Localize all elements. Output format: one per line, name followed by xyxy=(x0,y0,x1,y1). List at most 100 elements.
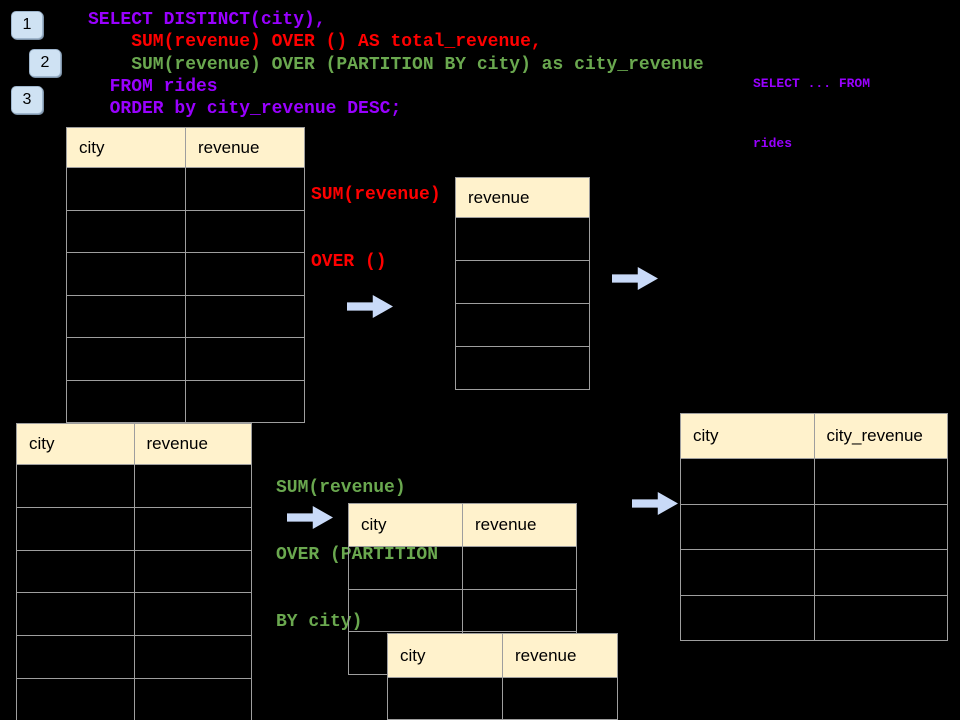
table-row xyxy=(680,503,948,550)
table-row xyxy=(66,294,305,338)
column-header: revenue xyxy=(185,127,305,168)
empty-cell xyxy=(66,209,186,253)
empty-cell xyxy=(185,252,305,296)
sql-code-line: SUM(revenue) OVER () AS total_revenue, xyxy=(131,32,542,53)
column-header: city_revenue xyxy=(813,413,948,459)
table-row xyxy=(387,677,618,720)
annotation-line: OVER () xyxy=(311,252,387,273)
table-row xyxy=(16,549,252,594)
empty-cell xyxy=(348,588,463,633)
table-row xyxy=(455,303,590,347)
sql-code-line: ORDER by city_revenue DESC; xyxy=(109,99,402,120)
empty-cell xyxy=(16,464,135,508)
annotation-line: SUM(revenue) xyxy=(276,477,406,498)
empty-cell xyxy=(133,677,252,720)
empty-cell xyxy=(133,549,252,594)
sql-side-note: SELECT ... FROM rides xyxy=(753,34,870,194)
table-row xyxy=(455,217,590,261)
empty-cell xyxy=(16,506,135,551)
sql-code-line: FROM rides xyxy=(109,76,218,97)
empty-cell xyxy=(680,458,815,505)
column-header: city xyxy=(387,633,503,678)
empty-cell xyxy=(66,337,186,381)
column-header: city xyxy=(348,503,463,547)
table-row xyxy=(680,594,948,641)
table-row xyxy=(455,346,590,390)
empty-cell xyxy=(16,592,135,637)
column-header: city xyxy=(66,127,186,168)
empty-cell xyxy=(133,592,252,637)
empty-cell xyxy=(462,588,577,633)
column-header: revenue xyxy=(502,633,618,678)
empty-cell xyxy=(455,303,590,347)
empty-cell xyxy=(462,546,577,590)
empty-cell xyxy=(813,503,948,550)
sql-side-note-line: rides xyxy=(753,136,793,151)
table-row xyxy=(455,260,590,304)
column-header: revenue xyxy=(455,177,590,218)
table-row xyxy=(66,209,305,253)
empty-cell xyxy=(66,252,186,296)
empty-cell xyxy=(185,167,305,211)
empty-cell xyxy=(16,549,135,594)
step-badge-1: 1 xyxy=(11,11,43,39)
empty-cell xyxy=(133,506,252,551)
total-revenue-table: revenue xyxy=(455,177,590,390)
column-header: revenue xyxy=(462,503,577,547)
table-row xyxy=(66,379,305,423)
table-row xyxy=(16,677,252,720)
empty-cell xyxy=(185,209,305,253)
table-row xyxy=(66,337,305,381)
sql-side-note-line: SELECT ... FROM xyxy=(753,76,871,91)
empty-cell xyxy=(680,594,815,641)
table-row xyxy=(66,252,305,296)
empty-cell xyxy=(813,594,948,641)
table-header-row: revenue xyxy=(455,177,590,218)
empty-cell xyxy=(133,635,252,679)
empty-cell xyxy=(813,458,948,505)
table-row xyxy=(16,464,252,508)
empty-cell xyxy=(813,549,948,596)
arrow-partition-to-result-icon xyxy=(632,492,678,515)
empty-cell xyxy=(455,260,590,304)
total-revenue-annotation: SUM(revenue) OVER () xyxy=(311,139,441,318)
sql-code-line: SUM(revenue) OVER (PARTITION BY city) as… xyxy=(131,54,704,75)
empty-cell xyxy=(16,677,135,720)
empty-cell xyxy=(387,677,503,720)
empty-cell xyxy=(348,546,463,590)
table-row xyxy=(66,167,305,211)
table-row xyxy=(680,458,948,505)
column-header: city xyxy=(680,413,815,459)
sql-code-block: SELECT DISTINCT(city),SUM(revenue) OVER … xyxy=(88,9,704,120)
table-row xyxy=(16,635,252,679)
empty-cell xyxy=(66,167,186,211)
empty-cell xyxy=(680,503,815,550)
table-row xyxy=(16,592,252,637)
empty-cell xyxy=(455,217,590,261)
table-row xyxy=(348,546,577,590)
empty-cell xyxy=(680,549,815,596)
step-badge-3: 3 xyxy=(11,86,43,114)
empty-cell xyxy=(66,379,186,423)
empty-cell xyxy=(16,635,135,679)
empty-cell xyxy=(502,677,618,720)
annotation-line: SUM(revenue) xyxy=(311,184,441,205)
empty-cell xyxy=(185,337,305,381)
table-row xyxy=(680,549,948,596)
arrow-total-output-icon xyxy=(612,267,658,290)
table-row xyxy=(348,588,577,633)
table-row xyxy=(16,506,252,551)
sql-code-line: SELECT DISTINCT(city), xyxy=(88,10,326,30)
column-header: city xyxy=(16,423,135,465)
empty-cell xyxy=(185,294,305,338)
empty-cell xyxy=(66,294,186,338)
